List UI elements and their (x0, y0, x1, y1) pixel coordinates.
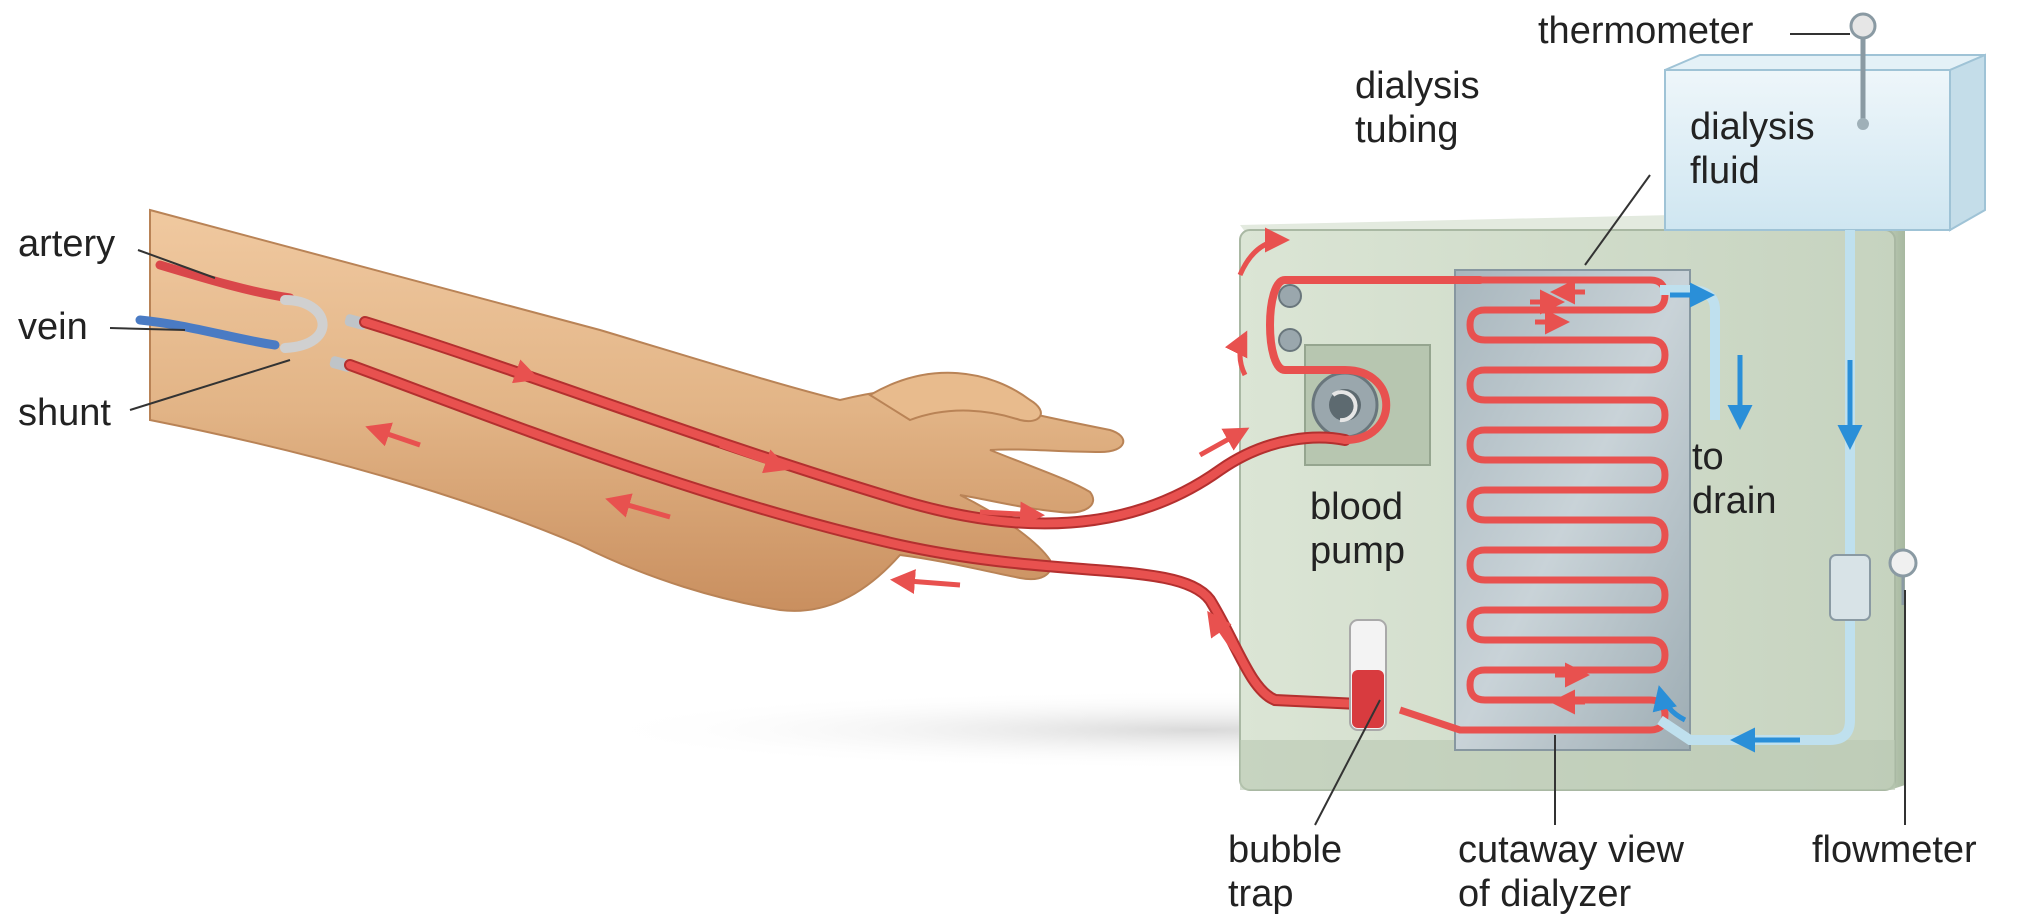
label-dialysis-tubing: dialysis tubing (1355, 64, 1480, 152)
bubble-trap-device (1350, 620, 1386, 730)
label-vein: vein (18, 305, 88, 349)
label-thermometer: thermometer (1538, 9, 1753, 53)
label-artery: artery (18, 222, 115, 266)
label-shunt: shunt (18, 391, 111, 435)
label-dialysis-fluid: dialysis fluid (1690, 105, 1815, 193)
label-cutaway-view: cutaway view of dialyzer (1458, 828, 1684, 916)
label-bubble-trap: bubble trap (1228, 828, 1342, 916)
label-blood-pump: blood pump (1310, 485, 1405, 573)
label-to-drain: to drain (1692, 435, 1777, 523)
label-flowmeter: flowmeter (1812, 828, 1977, 872)
